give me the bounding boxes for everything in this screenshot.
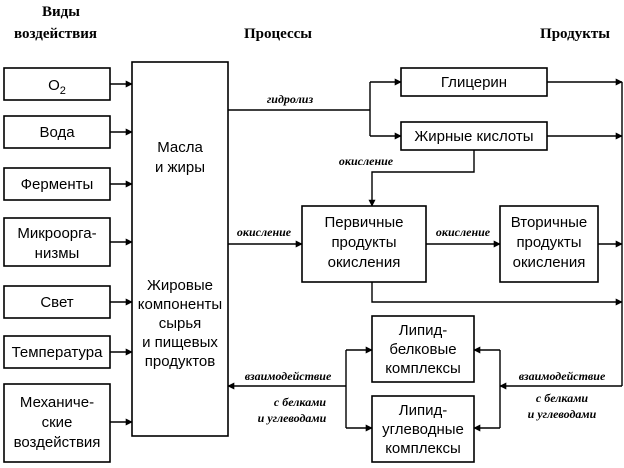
- product-primary-line1: Первичные: [324, 214, 403, 231]
- product-primary-line2: продукты: [331, 234, 396, 251]
- influence-light-label: Свет: [40, 294, 73, 311]
- product-fatty-acids: Жирные кислоты: [400, 121, 548, 151]
- center-oils-line1: Масла: [157, 139, 203, 156]
- influence-o2-label: O: [48, 77, 60, 94]
- product-secondary-oxidation: Вторичные продукты окисления: [499, 205, 599, 283]
- product-secondary-line1: Вторичные: [511, 214, 588, 231]
- influence-microorganisms-line1: Микроорга-: [17, 225, 96, 242]
- influence-mechanical-line1: Механиче-: [20, 394, 94, 411]
- product-secondary-line3: окисления: [513, 254, 586, 271]
- center-fat-line1: Жировые: [147, 277, 213, 294]
- influence-mechanical-line2: ские: [42, 414, 73, 431]
- header-influences-line1: Виды: [42, 4, 80, 20]
- influence-o2: O2: [3, 67, 111, 101]
- center-fat-line2: компоненты: [138, 296, 222, 313]
- product-primary-oxidation: Первичные продукты окисления: [301, 205, 427, 283]
- primary-to-collector: [371, 282, 623, 306]
- label-and-carbs-left: и углеводами: [258, 411, 327, 425]
- influence-microorganisms-line2: низмы: [35, 245, 80, 262]
- product-lipid-carb-line3: комплексы: [385, 440, 461, 457]
- label-and-carbs-right: и углеводами: [528, 407, 597, 421]
- product-lipid-carb-line2: углеводные: [382, 421, 464, 438]
- influence-enzymes-label: Ферменты: [21, 176, 94, 193]
- label-oxidation-primary: окисление: [436, 225, 491, 239]
- header-processes: Процессы: [244, 26, 312, 42]
- influence-water-label: Вода: [39, 124, 75, 141]
- center-fat-line3: сырья: [159, 315, 202, 332]
- influence-microorganisms: Микроорга- низмы: [3, 217, 111, 267]
- svg-text:O2: O2: [48, 77, 66, 97]
- header-influences-line2: воздействия: [14, 26, 97, 42]
- label-oxidation-fatty-acids: окисление: [339, 154, 394, 168]
- label-interaction-left: взаимодействие: [245, 369, 332, 383]
- influence-mechanical-line3: воздействия: [14, 434, 101, 451]
- center-fat-line5: продуктов: [145, 353, 216, 370]
- center-fat-line4: и пищевых: [142, 334, 218, 351]
- influence-enzymes: Ферменты: [3, 167, 111, 201]
- product-fatty-acids-label: Жирные кислоты: [414, 128, 533, 145]
- product-lipid-protein-line3: комплексы: [385, 360, 461, 377]
- label-hydrolysis: гидролиз: [267, 92, 314, 106]
- product-secondary-line2: продукты: [516, 234, 581, 251]
- center-oils-line2: и жиры: [155, 159, 205, 176]
- product-lipid-carb-complexes: Липид- углеводные комплексы: [371, 395, 475, 463]
- fatty-acids-to-primary-arrow: [368, 150, 475, 207]
- influence-o2-subscript: 2: [60, 85, 66, 97]
- header-products: Продукты: [540, 26, 610, 42]
- product-lipid-protein-line1: Липид-: [399, 322, 447, 339]
- label-oxidation-center: окисление: [237, 225, 292, 239]
- center-box: Масла и жиры Жировые компоненты сырья и …: [131, 61, 229, 437]
- influence-temperature-label: Температура: [12, 344, 104, 361]
- influence-temperature: Температура: [3, 335, 111, 369]
- product-glycerin: Глицерин: [400, 67, 548, 97]
- product-lipid-protein-line2: белковые: [389, 341, 456, 358]
- label-with-proteins-right: с белками: [536, 391, 589, 405]
- product-lipid-protein-complexes: Липид- белковые комплексы: [371, 315, 475, 383]
- influence-light: Свет: [3, 285, 111, 319]
- product-primary-line3: окисления: [328, 254, 401, 271]
- influence-water: Вода: [3, 115, 111, 149]
- influence-mechanical: Механиче- ские воздействия: [3, 383, 111, 463]
- label-interaction-right: взаимодействие: [519, 369, 606, 383]
- product-glycerin-label: Глицерин: [441, 74, 507, 91]
- label-with-proteins-left: с белками: [274, 395, 327, 409]
- product-lipid-carb-line1: Липид-: [399, 402, 447, 419]
